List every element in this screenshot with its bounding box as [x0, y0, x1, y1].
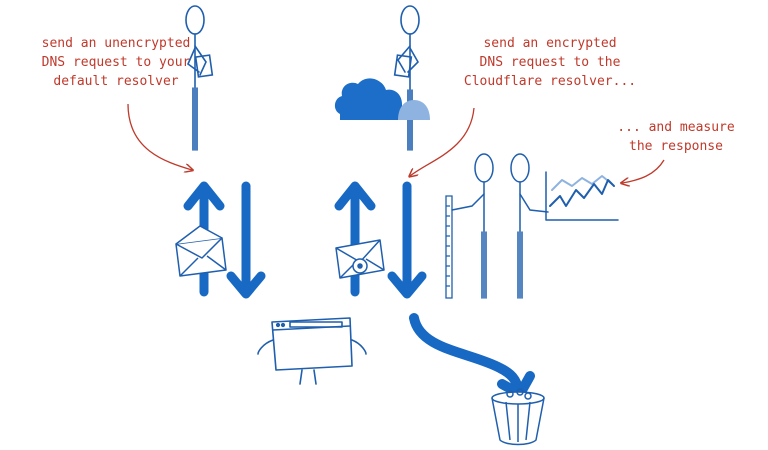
response-chart-icon: [545, 171, 619, 221]
annotation-arrows: [127, 103, 665, 183]
annotation-line: default resolver: [53, 74, 179, 89]
measuring-figure-right: [510, 153, 549, 299]
annotation-unencrypted-request: send an unencrypted DNS request to your …: [6, 34, 226, 91]
down-arrow-unencrypted: [226, 181, 266, 299]
annotation-line: Cloudflare resolver...: [463, 74, 637, 89]
browser-window-icon: [257, 317, 367, 385]
ruler-icon: [445, 195, 453, 299]
pointer-arrow-measure: [622, 159, 665, 183]
annotation-measure-response: ... and measure the response: [606, 118, 746, 156]
discard-arrow: [409, 313, 535, 399]
pointer-arrow-left: [127, 103, 192, 170]
annotation-line: DNS request to your: [41, 55, 191, 70]
annotation-line: send an unencrypted: [41, 36, 191, 51]
annotation-line: the response: [629, 139, 723, 154]
annotation-line: ... and measure: [617, 120, 735, 135]
pointer-arrow-right: [410, 107, 475, 176]
annotation-line: send an encrypted: [483, 36, 617, 51]
default-resolver-figure: [185, 5, 214, 151]
annotation-encrypted-request: send an encrypted DNS request to the Clo…: [430, 34, 670, 91]
envelope-icon: [175, 225, 227, 277]
measuring-figure-left: [451, 153, 494, 299]
cloudflare-resolver-figure: [393, 5, 420, 151]
locked-envelope-icon: [335, 239, 385, 279]
trash-can-icon: [491, 388, 545, 446]
down-arrow-encrypted: [387, 181, 427, 299]
annotation-line: DNS request to the: [479, 55, 621, 70]
cloudflare-cloud-icon: [334, 78, 430, 120]
